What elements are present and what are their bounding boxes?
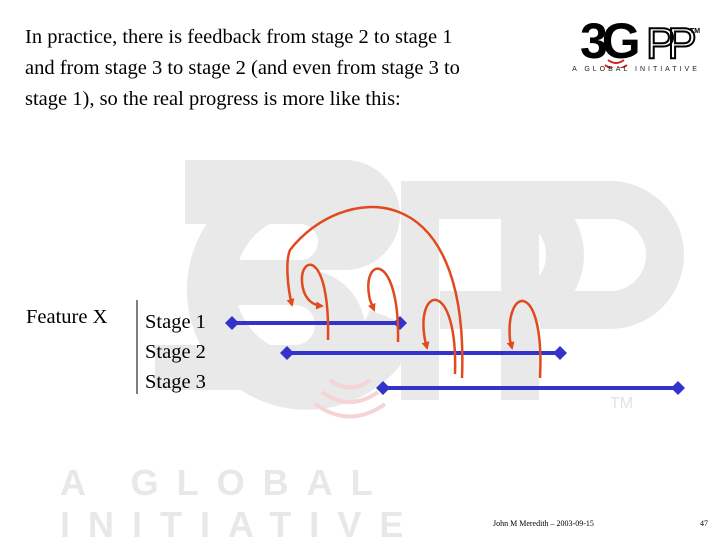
svg-text:3G: 3G: [580, 13, 638, 68]
stage-2-label: Stage 2: [145, 341, 206, 363]
watermark-trademark: TM: [610, 395, 634, 412]
logo-trademark: TM: [690, 28, 701, 35]
page-number: 47: [700, 519, 708, 528]
feedback-arrow-3-to-1: [286, 205, 464, 379]
logo-tagline: A GLOBAL INITIATIVE: [572, 66, 700, 73]
stage-2-bar: [280, 346, 567, 360]
feedback-arrow-3-to-2-a: [421, 298, 457, 375]
stage-3-label: Stage 3: [145, 371, 206, 393]
intro-text: In practice, there is feedback from stag…: [25, 26, 460, 110]
stage-1-bar: [225, 316, 407, 330]
feedback-arrow-2-to-1-a: [300, 263, 330, 341]
stage-1-label: Stage 1: [145, 311, 206, 333]
feedback-arrow-2-to-1-b: [367, 267, 400, 343]
feature-label: Feature X: [26, 306, 108, 328]
stage-3-bar: [376, 381, 685, 395]
3gpp-logo: 3G PP: [580, 13, 698, 68]
watermark-tagline: A GLOBAL INITIATIVE: [60, 462, 422, 545]
footer-author: John M Meredith – 2003-09-15: [493, 519, 594, 528]
feedback-arrow-3-to-2-b: [506, 299, 542, 379]
